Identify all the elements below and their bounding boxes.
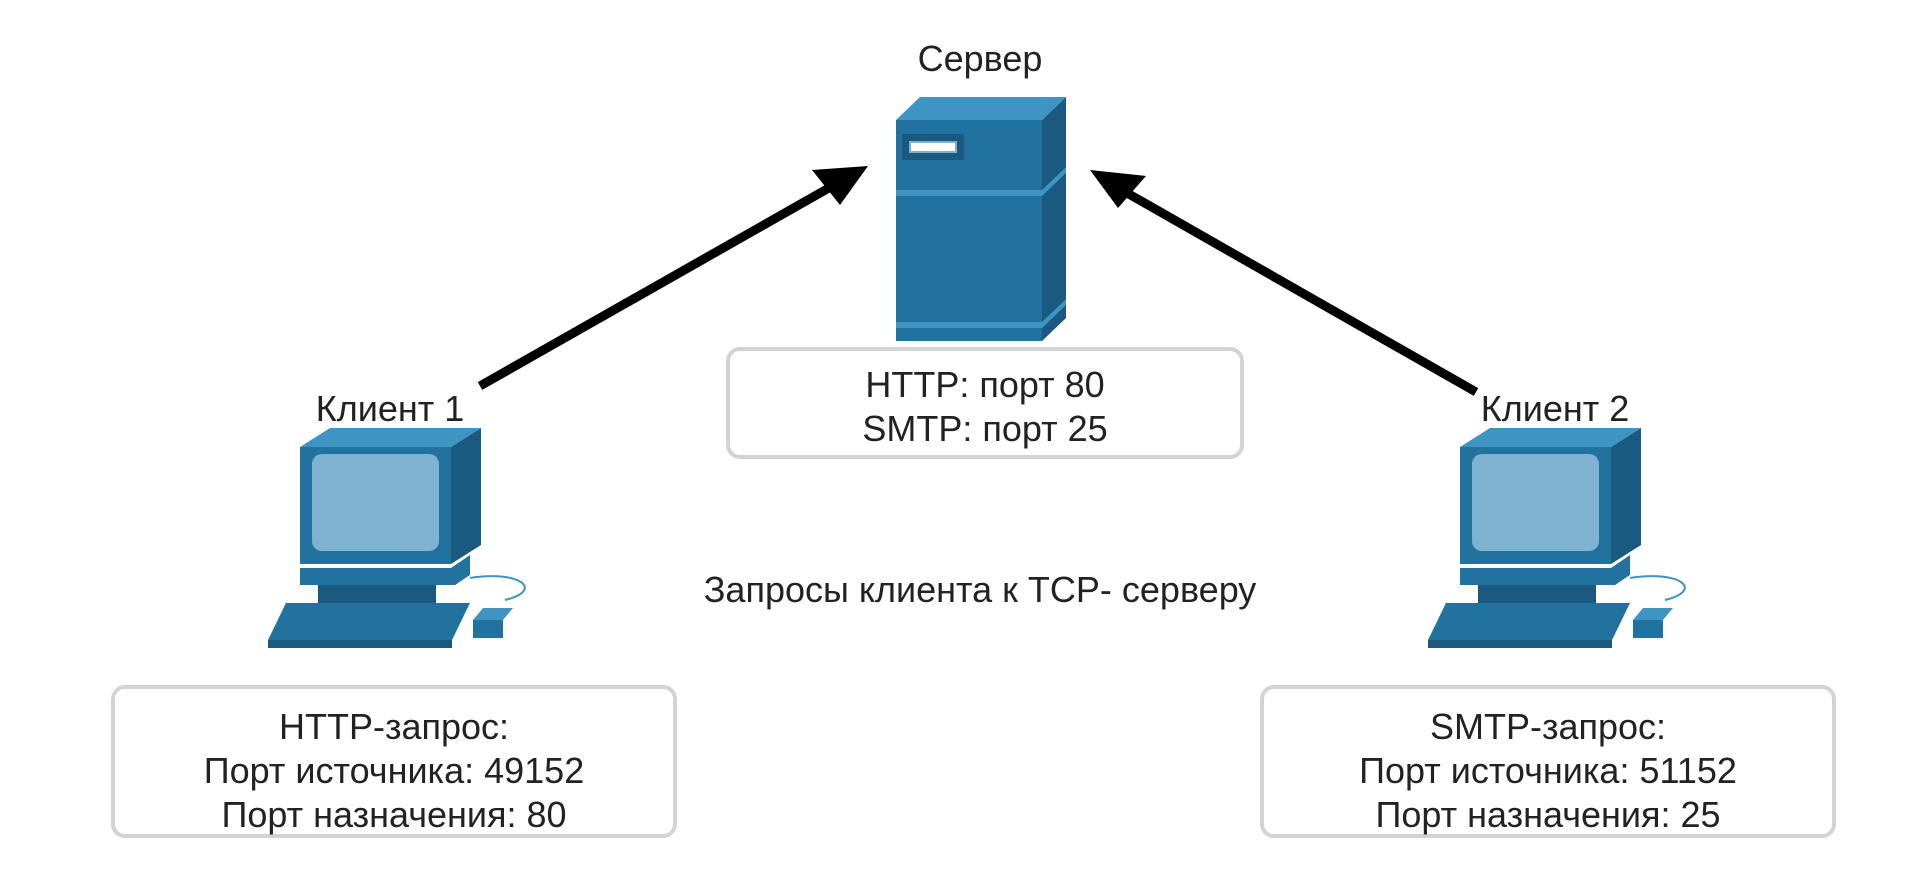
arrow-client2-to-server — [1090, 170, 1479, 396]
client2-request-type: SMTP-запрос: — [1429, 706, 1667, 747]
client1-destination-port: Порт назначения: 80 — [221, 794, 567, 835]
desktop-computer-icon — [1428, 428, 1686, 648]
client2-source-port: Порт источника: 51152 — [1359, 750, 1737, 791]
client2-destination-port: Порт назначения: 25 — [1375, 794, 1721, 835]
arrow-client1-to-server — [477, 166, 868, 390]
server-title: Сервер — [917, 38, 1043, 79]
client1-request-box: HTTP-запрос: Порт источника: 49152 Порт … — [111, 685, 677, 838]
client1-request-type: HTTP-запрос: — [278, 706, 510, 747]
server-ports-box: HTTP: порт 80 SMTP: порт 25 — [726, 347, 1244, 459]
client1-source-port: Порт источника: 49152 — [203, 750, 585, 791]
client2-title: Клиент 2 — [1480, 388, 1630, 429]
server-tower-icon — [896, 97, 1066, 341]
server-port-smtp: SMTP: порт 25 — [862, 408, 1108, 449]
caption-line-1: Запросы клиента к TCP- — [703, 569, 1112, 610]
desktop-computer-icon — [268, 428, 526, 648]
server-port-http: HTTP: порт 80 — [865, 364, 1105, 405]
client1-title: Клиент 1 — [315, 388, 465, 429]
diagram-caption: Запросы клиента к TCP- серверу — [700, 568, 1260, 612]
caption-line-2: серверу — [1121, 569, 1257, 610]
client2-request-box: SMTP-запрос: Порт источника: 51152 Порт … — [1260, 685, 1836, 838]
